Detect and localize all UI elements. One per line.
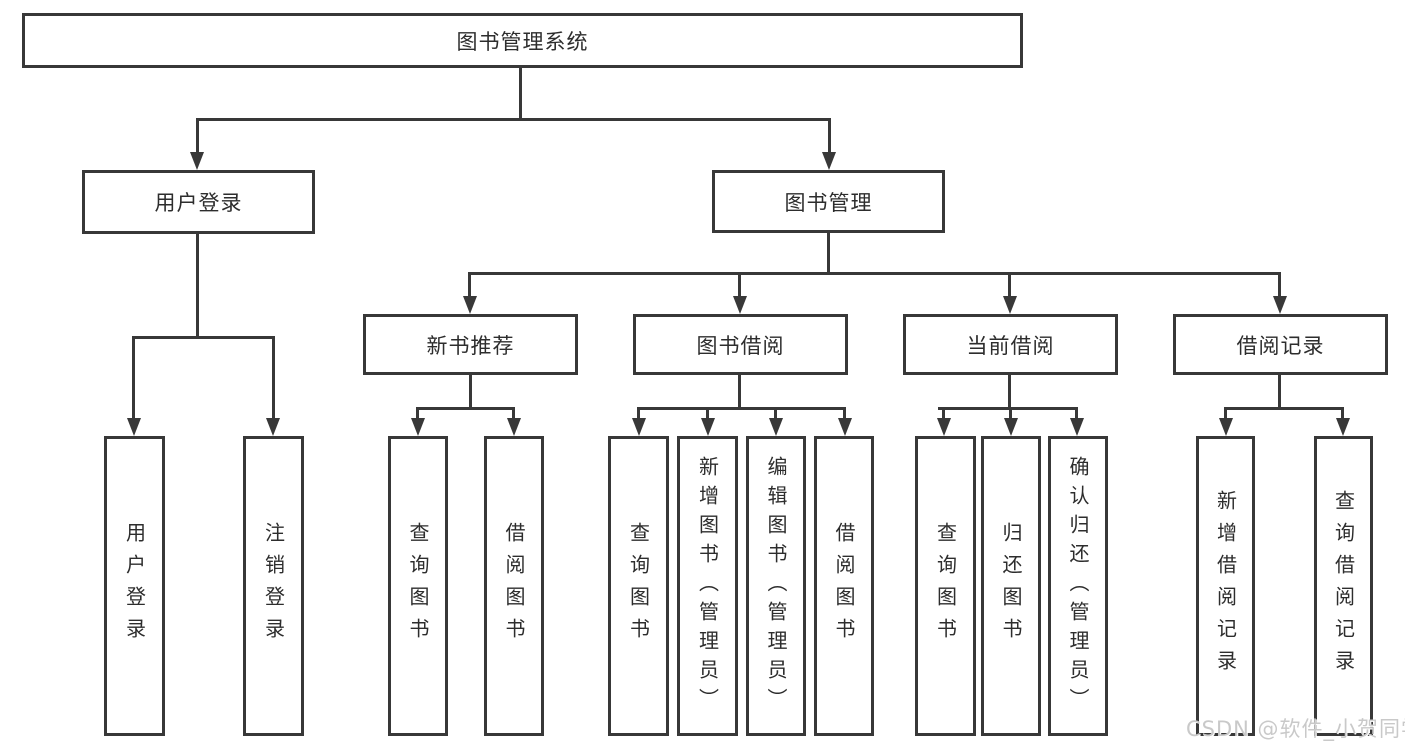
leaf-borrow-books-2-label: 借阅图书 <box>832 522 856 650</box>
node-book-borrow-label: 图书借阅 <box>696 333 785 358</box>
node-borrow-records-label: 借阅记录 <box>1236 333 1325 358</box>
node-book-borrow: 图书借阅 <box>633 314 848 375</box>
connector-book-mgmt-stem <box>827 233 830 272</box>
node-book-management-label: 图书管理 <box>784 190 873 215</box>
arrow-down-icon <box>632 418 646 436</box>
connector-bookborrow-bar <box>637 407 846 410</box>
leaf-borrow-books-1-label: 借阅图书 <box>502 522 526 650</box>
connector-drop <box>942 407 945 418</box>
connector-drop <box>1224 407 1227 418</box>
arrow-down-icon <box>1070 418 1084 436</box>
leaf-query-books-3-label: 查询图书 <box>933 522 958 650</box>
arrow-down-icon <box>411 418 425 436</box>
connector-drop <box>774 407 777 418</box>
node-borrow-records: 借阅记录 <box>1173 314 1388 375</box>
arrow-down-icon <box>266 418 280 436</box>
node-new-book-recommend-label: 新书推荐 <box>426 333 515 358</box>
leaf-add-borrow-record: 新增借阅记录 <box>1196 436 1255 736</box>
connector-drop <box>272 336 275 418</box>
node-user-login: 用户登录 <box>82 170 315 234</box>
connector-root-stem <box>519 68 522 118</box>
connector-newbook-bar <box>416 407 515 410</box>
node-current-borrow-label: 当前借阅 <box>966 333 1055 358</box>
connector-user-login-stem <box>196 234 199 336</box>
leaf-logout: 注销登录 <box>243 436 304 736</box>
arrow-down-icon <box>507 418 521 436</box>
arrow-down-icon <box>822 152 836 170</box>
leaf-confirm-return-admin: 确认归还（管理员） <box>1048 436 1108 736</box>
connector-currentborrow-stem <box>1008 375 1011 407</box>
leaf-query-borrow-record-label: 查询借阅记录 <box>1331 490 1356 682</box>
arrow-down-icon <box>701 418 715 436</box>
connector-drop <box>828 118 831 152</box>
connector-root-bar <box>196 118 831 121</box>
arrow-down-icon <box>937 418 951 436</box>
node-book-management: 图书管理 <box>712 170 945 233</box>
arrow-down-icon <box>1336 418 1350 436</box>
leaf-borrow-books-2: 借阅图书 <box>814 436 874 736</box>
arrow-down-icon <box>127 418 141 436</box>
connector-records-stem <box>1278 375 1281 407</box>
leaf-user-login: 用户登录 <box>104 436 165 736</box>
connector-drop <box>1075 407 1078 418</box>
connector-book-mgmt-bar <box>468 272 1281 275</box>
node-current-borrow: 当前借阅 <box>903 314 1118 375</box>
node-root-label: 图书管理系统 <box>456 29 589 54</box>
leaf-query-books-2-label: 查询图书 <box>626 522 651 650</box>
connector-drop <box>1009 407 1012 418</box>
arrow-down-icon <box>733 296 747 314</box>
connector-drop <box>1008 272 1011 296</box>
arrow-down-icon <box>190 152 204 170</box>
connector-drop <box>843 407 846 418</box>
leaf-borrow-books-1: 借阅图书 <box>484 436 544 736</box>
connector-drop <box>637 407 640 418</box>
csdn-watermark: CSDN @软件_小贺同学 <box>1186 717 1405 741</box>
connector-drop <box>1278 272 1281 296</box>
leaf-query-borrow-record: 查询借阅记录 <box>1314 436 1373 736</box>
connector-currentborrow-bar <box>938 407 1078 410</box>
leaf-add-borrow-record-label: 新增借阅记录 <box>1213 490 1238 682</box>
connector-bookborrow-stem <box>738 375 741 407</box>
connector-drop <box>738 272 741 296</box>
arrow-down-icon <box>1219 418 1233 436</box>
leaf-add-books-admin: 新增图书（管理员） <box>677 436 738 736</box>
leaf-user-login-label: 用户登录 <box>122 522 147 650</box>
leaf-query-books-1: 查询图书 <box>388 436 448 736</box>
connector-drop <box>706 407 709 418</box>
leaf-edit-books-admin-label: 编辑图书（管理员） <box>764 455 788 717</box>
connector-drop <box>132 336 135 418</box>
connector-drop <box>416 407 419 418</box>
connector-drop <box>512 407 515 418</box>
leaf-add-books-admin-label: 新增图书（管理员） <box>695 455 720 717</box>
leaf-return-books-label: 归还图书 <box>999 522 1023 650</box>
leaf-query-books-3: 查询图书 <box>915 436 976 736</box>
leaf-logout-label: 注销登录 <box>261 522 286 650</box>
connector-drop <box>1341 407 1344 418</box>
arrow-down-icon <box>1004 418 1018 436</box>
connector-records-bar <box>1224 407 1344 410</box>
arrow-down-icon <box>838 418 852 436</box>
arrow-down-icon <box>1003 296 1017 314</box>
connector-drop <box>468 272 471 296</box>
leaf-edit-books-admin: 编辑图书（管理员） <box>746 436 806 736</box>
arrow-down-icon <box>463 296 477 314</box>
leaf-confirm-return-admin-label: 确认归还（管理员） <box>1066 455 1090 717</box>
arrow-down-icon <box>769 418 783 436</box>
connector-drop <box>196 118 199 152</box>
connector-newbook-stem <box>469 375 472 407</box>
arrow-down-icon <box>1273 296 1287 314</box>
node-new-book-recommend: 新书推荐 <box>363 314 578 375</box>
leaf-query-books-2: 查询图书 <box>608 436 669 736</box>
node-root: 图书管理系统 <box>22 13 1023 68</box>
connector-user-login-bar <box>132 336 275 339</box>
leaf-query-books-1-label: 查询图书 <box>406 522 430 650</box>
node-user-login-label: 用户登录 <box>154 191 243 215</box>
leaf-return-books: 归还图书 <box>981 436 1041 736</box>
